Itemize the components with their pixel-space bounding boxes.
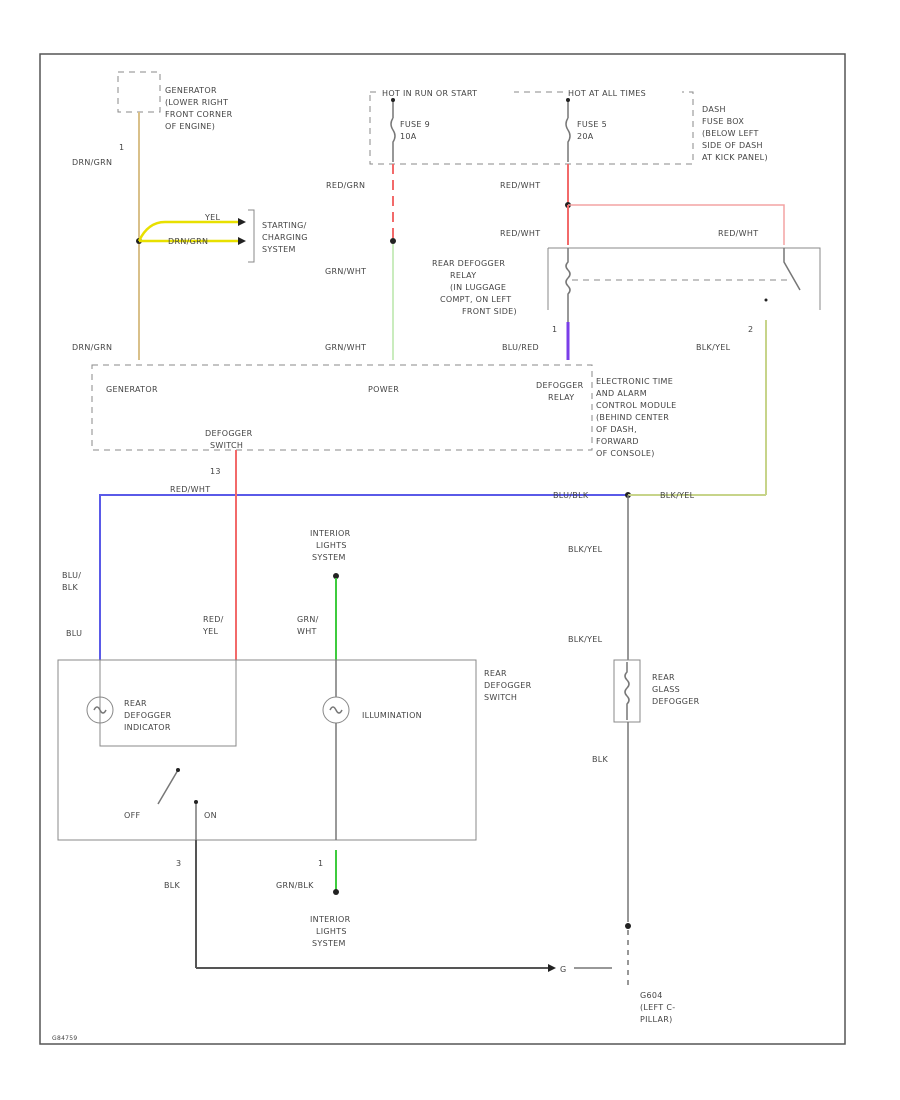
switch-grn-wht-label: GRN/ WHT: [297, 615, 321, 636]
dash-fuse-box-label: DASH FUSE BOX (BELOW LEFT SIDE OF DASH A…: [702, 105, 768, 162]
starting-system-bracket: [248, 209, 255, 263]
relay-coil: [565, 248, 571, 322]
fuse-a-label: FUSE 9 10A: [400, 120, 433, 141]
ground-splice: [625, 923, 631, 929]
starting-drn-label: DRN/GRN: [168, 237, 208, 246]
ground-g-label: G: [560, 965, 567, 974]
relay-pin-1: 1: [552, 325, 557, 334]
rear-glass-grid-icon: [624, 662, 630, 720]
yel-wire: [137, 220, 240, 242]
fuse-bus-dot-a: [391, 98, 395, 102]
relay-pin-2: 2: [748, 325, 753, 334]
red-wht-label-2: RED/WHT: [500, 229, 540, 238]
bus-blu-blk-label: BLU/BLK: [553, 491, 589, 500]
power-splice: [390, 238, 396, 244]
interior-top-label: INTERIOR LIGHTS SYSTEM: [310, 529, 353, 562]
grn-blk-label: GRN/BLK: [276, 881, 314, 890]
rear-defogger-switch-box: [57, 659, 477, 841]
rear-glass-blk-label: BLK: [592, 755, 609, 764]
control-module-box: [91, 364, 593, 451]
starting-yel-label: YEL: [204, 213, 221, 222]
rear-glass-label: REAR GLASS DEFOGGER: [652, 673, 700, 706]
rear-glass-blk-yel-2: BLK/YEL: [568, 635, 603, 644]
indicator-lamp-filament: [93, 706, 107, 714]
yel-wire-arrow: [238, 218, 246, 226]
indicator-box: [99, 660, 237, 747]
bus-blk-yel-label: BLK/YEL: [660, 491, 695, 500]
module-generator-label: GENERATOR: [106, 385, 158, 394]
hot-run-start-label: HOT IN RUN OR START: [382, 89, 477, 98]
rear-defogger-switch-label: REAR DEFOGGER SWITCH: [484, 669, 534, 702]
diagram-code: G84759: [52, 1035, 78, 1042]
red-wht-wire-to-relay-coil: [568, 204, 785, 245]
ground-location-label: G604 (LEFT C- PILLAR): [640, 991, 678, 1024]
blu-blk-bus-wire: [99, 494, 628, 660]
module-label: ELECTRONIC TIME AND ALARM CONTROL MODULE…: [596, 377, 679, 458]
illumination-lamp-filament: [329, 706, 343, 714]
relay-label: REAR DEFOGGER RELAY (IN LUGGAGE COMPT, O…: [432, 259, 517, 316]
starting-system-label: STARTING/ CHARGING SYSTEM: [262, 221, 311, 254]
red-grn-label: RED/GRN: [326, 181, 365, 190]
diagram-frame: [39, 53, 846, 1045]
interior-bottom-label: INTERIOR LIGHTS SYSTEM: [310, 915, 353, 948]
switch-red-yel-label: RED/ YEL: [202, 615, 227, 636]
hot-run-bg: [380, 88, 514, 98]
switch-arm: [157, 769, 179, 805]
module-defogger-relay-label: DEFOGGER RELAY: [536, 381, 586, 402]
indicator-label: REAR DEFOGGER INDICATOR: [124, 699, 174, 732]
switch-blu-blk-label: BLU/ BLK: [62, 571, 84, 592]
bus-red-wht-label: RED/WHT: [170, 485, 210, 494]
interior-top-terminal: [333, 573, 339, 579]
relay-box: [547, 247, 821, 310]
switch-blu-label: BLU: [66, 629, 82, 638]
switch-off-label: OFF: [124, 811, 140, 820]
relay-contact-terminal: [764, 298, 768, 302]
fuse-b-symbol: [565, 100, 571, 162]
interior-bottom-terminal: [333, 889, 339, 895]
grn-wht-bottom-label: GRN/WHT: [325, 343, 366, 352]
red-wht-label-3: RED/WHT: [718, 229, 758, 238]
red-wht-label-1: RED/WHT: [500, 181, 540, 190]
drn-wire-arrow: [238, 237, 246, 245]
ground-arrow: [548, 964, 556, 972]
relay-blk-yel-label: BLK/YEL: [696, 343, 731, 352]
fuse-a-symbol: [390, 100, 396, 162]
switch-on-terminal: [194, 800, 198, 804]
relay-contact: [783, 248, 801, 291]
module-power-label: POWER: [368, 385, 399, 394]
generator-wire-bottom-label: DRN/GRN: [72, 343, 112, 352]
indicator-lamp-icon: [86, 696, 114, 724]
module-defogger-switch-label: DEFOGGER SWITCH: [205, 429, 255, 450]
rear-glass-blk-yel-1: BLK/YEL: [568, 545, 603, 554]
generator-pin: 1: [119, 143, 124, 152]
fuse-bus-dot-b: [566, 98, 570, 102]
illumination-label: ILLUMINATION: [362, 711, 422, 720]
ground-blk-label: BLK: [164, 881, 181, 890]
generator-label: GENERATOR (LOWER RIGHT FRONT CORNER OF E…: [165, 86, 235, 131]
ground-pin: 3: [176, 859, 181, 868]
grn-wht-top-label: GRN/WHT: [325, 267, 366, 276]
blu-red-label: BLU/RED: [502, 343, 539, 352]
fuse-b-label: FUSE 5 20A: [577, 120, 610, 141]
hot-all-bg: [566, 88, 682, 98]
fuse-box: [369, 91, 694, 165]
generator-wire-top-label: DRN/GRN: [72, 158, 112, 167]
switch-pivot: [176, 768, 180, 772]
switch-on-label: ON: [204, 811, 217, 820]
rear-glass-defogger-element: [613, 659, 641, 723]
module-pin-13: 13: [210, 467, 221, 476]
hot-all-times-label: HOT AT ALL TIMES: [568, 89, 646, 98]
generator-connector: [117, 71, 161, 113]
interior-pin: 1: [318, 859, 323, 868]
